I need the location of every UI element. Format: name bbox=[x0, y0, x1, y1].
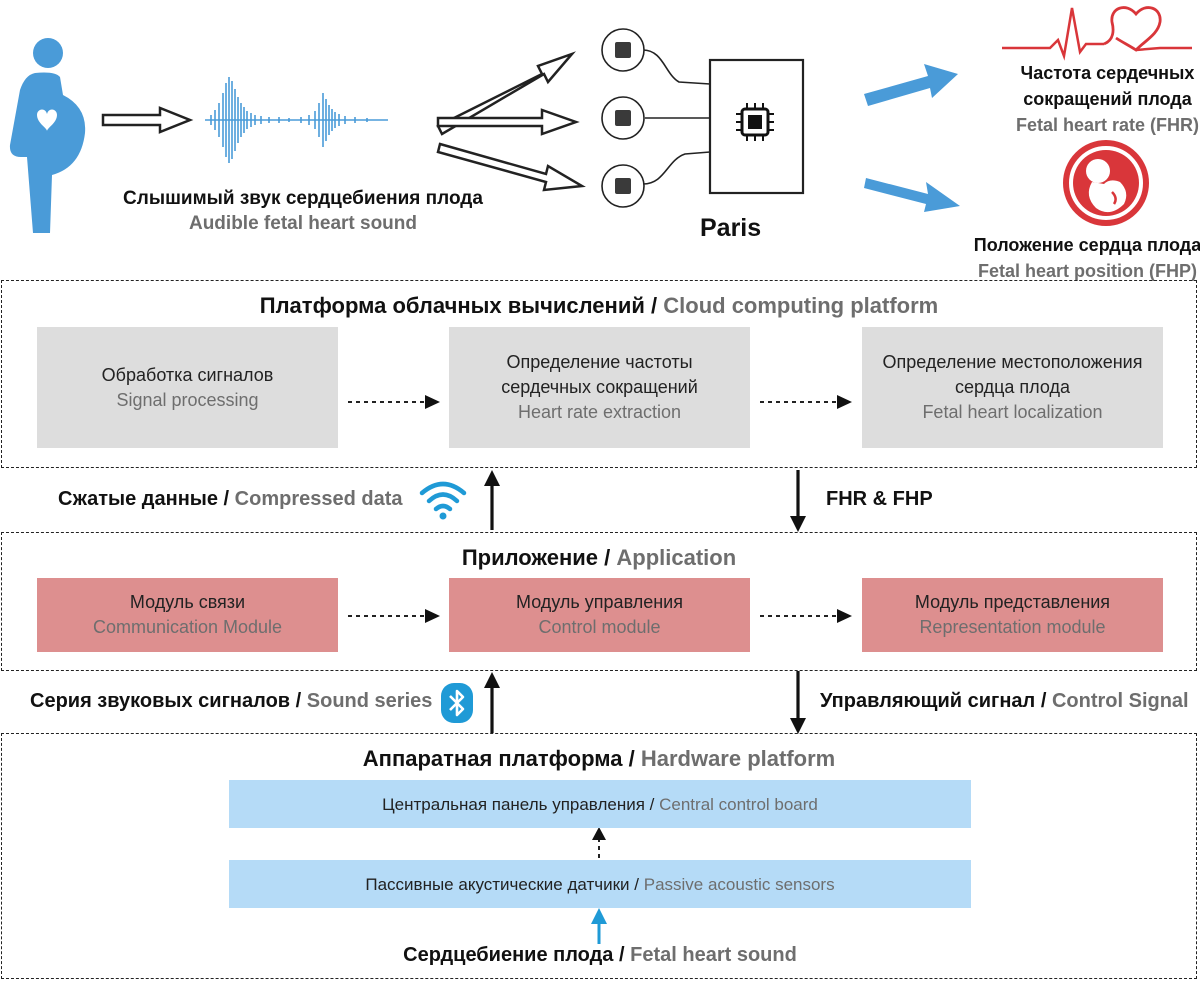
heart-rate-extraction-box: Определение частоты сердечных сокращений… bbox=[449, 327, 750, 448]
wifi-icon bbox=[419, 481, 467, 520]
cloud-platform-panel: Платформа облачных вычислений / Cloud co… bbox=[1, 280, 1197, 468]
communication-module-box: Модуль связи Communication Module bbox=[37, 578, 338, 652]
representation-module-box: Модуль представления Representation modu… bbox=[862, 578, 1163, 652]
central-control-board-box: Центральная панель управления / Central … bbox=[229, 780, 971, 828]
fhp-label-ru: Положение сердца плода bbox=[973, 235, 1200, 255]
audible-sound-label-ru: Слышимый звук сердцебиения плода bbox=[123, 188, 483, 209]
audible-sound-label-en: Audible fetal heart sound bbox=[188, 213, 418, 234]
application-title: Приложение / Application bbox=[461, 545, 737, 570]
cloud-platform-title: Платформа облачных вычислений / Cloud co… bbox=[259, 293, 939, 318]
fhr-label-en: Fetal heart rate (FHR) bbox=[1015, 115, 1200, 135]
heart-sound-waveform bbox=[205, 77, 388, 163]
sensor-board-diagram bbox=[601, 28, 805, 208]
fhp-label-en: Fetal heart position (FHP) bbox=[977, 261, 1197, 281]
fetal-heart-sound-input-label: Сердцебиение плода / Fetal heart sound bbox=[403, 944, 797, 966]
compressed-data-label: Сжатые данные / Compressed data bbox=[58, 488, 403, 510]
chip-icon bbox=[736, 103, 774, 141]
pregnant-woman-icon bbox=[9, 38, 86, 233]
fetus-icon bbox=[1063, 140, 1149, 226]
passive-acoustic-sensors-box: Пассивные акустические датчики / Passive… bbox=[229, 860, 971, 908]
fhr-fhp-label: FHR & FHP bbox=[826, 488, 933, 510]
application-panel: Приложение / Application bbox=[1, 532, 1197, 671]
arrow-to-waveform bbox=[101, 106, 194, 134]
sound-series-label: Серия звуковых сигналов / Sound series bbox=[30, 690, 433, 712]
fetal-heart-localization-box: Определение местоположения сердца плода … bbox=[862, 327, 1163, 448]
device-name: Paris bbox=[700, 214, 762, 242]
fhr-label-ru-1: Частота сердечных bbox=[1020, 63, 1195, 83]
heart-rate-icon bbox=[1002, 6, 1192, 61]
bluetooth-icon bbox=[441, 683, 473, 723]
control-module-box: Модуль управления Control module bbox=[449, 578, 750, 652]
hardware-panel: Аппаратная платформа / Hardware platform bbox=[1, 733, 1197, 979]
signal-processing-box: Обработка сигналов Signal processing bbox=[37, 327, 338, 448]
control-signal-label: Управляющий сигнал / Control Signal bbox=[820, 690, 1189, 712]
hardware-title: Аппаратная платформа / Hardware platform bbox=[362, 746, 836, 771]
fhr-label-ru-2: сокращений плода bbox=[1023, 89, 1192, 109]
blue-arrows bbox=[864, 64, 960, 212]
arrows-to-sensors bbox=[436, 51, 586, 192]
